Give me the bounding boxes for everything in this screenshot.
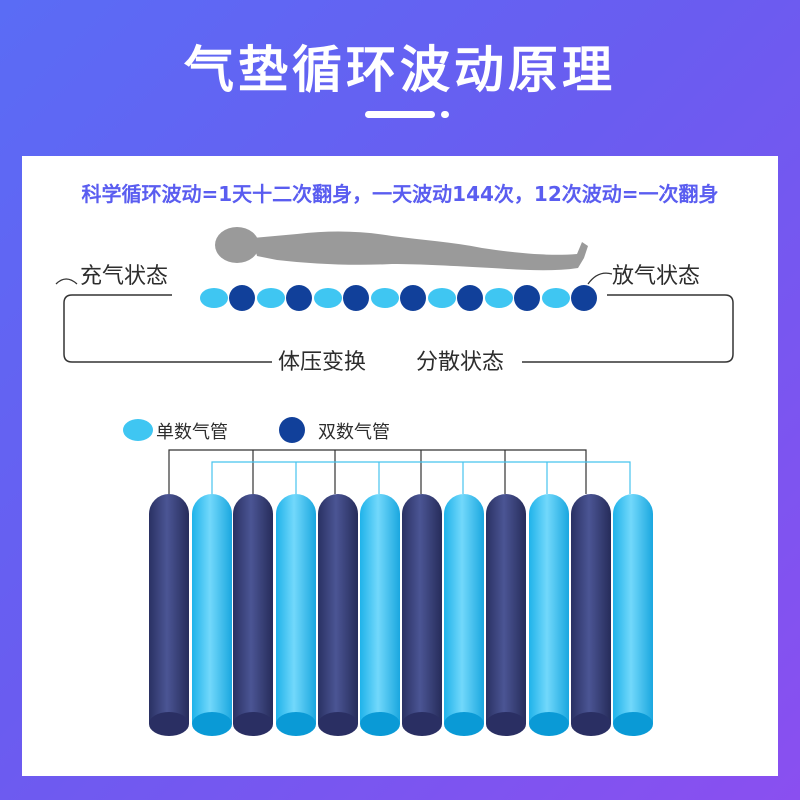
tube-single [444,494,484,736]
tube-single [276,494,316,736]
tube-single [529,494,569,736]
body-pressure-label: 体压变换 [272,344,373,376]
circle-double [286,285,312,311]
subtitle: 科学循环波动=1天十二次翻身，一天波动144次，12次波动=一次翻身 [81,182,719,206]
circle-double [343,285,369,311]
diagram-svg [55,227,734,736]
curve-arrow-right-icon [587,272,613,285]
page-title: 气垫循环波动原理 [184,41,616,99]
tube-double [318,494,358,736]
title-underline [365,111,435,118]
tube-single [192,494,232,736]
tube-double [233,494,273,736]
title-underline-dot [441,111,449,118]
tube-double [149,494,189,736]
tube-single [613,494,653,736]
deflate-state-label: 放气状态 [612,258,701,290]
air-tube-circles [200,285,597,311]
circle-single [428,288,456,308]
air-tubes [149,494,653,736]
circle-double [229,285,255,311]
legend-single-icon [123,419,153,441]
circle-single [257,288,285,308]
circle-double [571,285,597,311]
curve-arrow-left-icon [55,278,78,285]
lying-person-icon [215,227,588,271]
inflate-state-label: 充气状态 [80,258,169,290]
circle-double [457,285,483,311]
circle-single [371,288,399,308]
circle-single [314,288,342,308]
circle-single [200,288,228,308]
circle-single [485,288,513,308]
disperse-state-label: 分散状态 [410,344,511,376]
double-tube-connectors [168,449,587,494]
bracket-frame [63,294,734,363]
circle-double [514,285,540,311]
legend-double-label: 双数气管 [318,422,390,443]
legend-double-icon [279,417,305,443]
content-panel: 科学循环波动=1天十二次翻身，一天波动144次，12次波动=一次翻身 [22,156,778,776]
single-tube-connectors [211,461,631,494]
tube-double [571,494,611,736]
legend-single-label: 单数气管 [156,422,228,443]
tube-single [360,494,400,736]
tube-double [486,494,526,736]
circle-single [542,288,570,308]
circle-double [400,285,426,311]
tube-double [402,494,442,736]
